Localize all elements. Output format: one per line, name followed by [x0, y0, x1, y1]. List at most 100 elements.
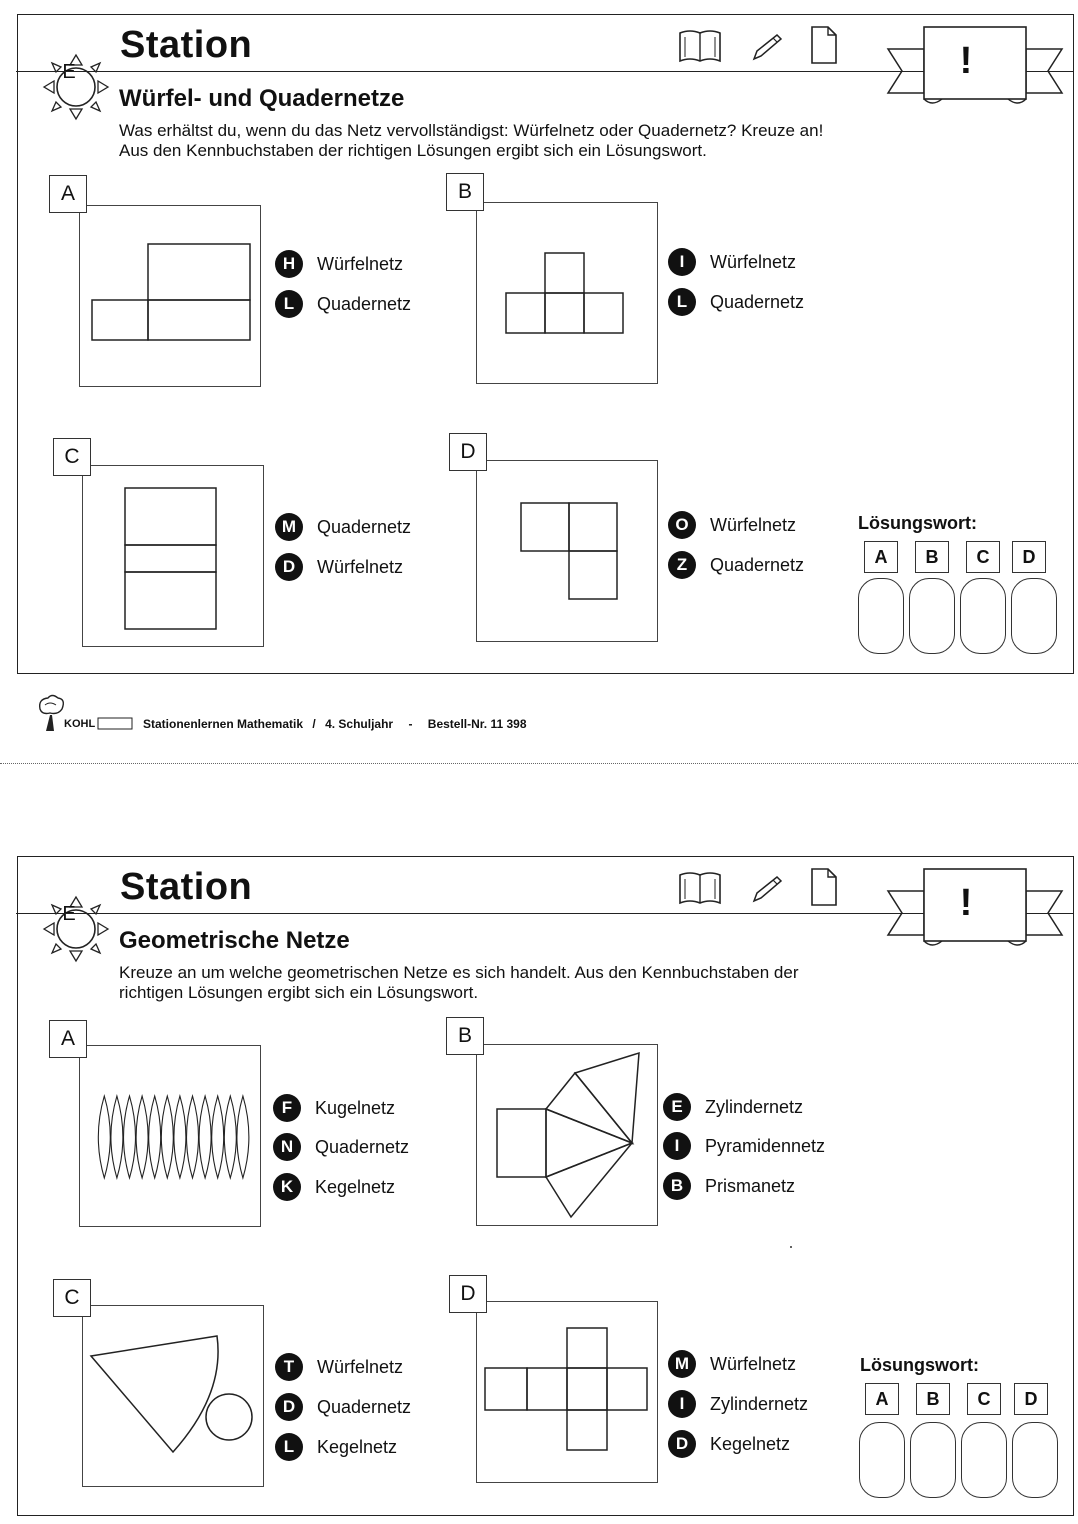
station-letter: E [62, 903, 76, 925]
option-d-2[interactable]: Z Quadernetz [668, 550, 804, 580]
station-title: Station [120, 866, 253, 908]
solution-slot-b[interactable] [909, 578, 955, 654]
footer-text: Stationenlernen Mathematik / 4. Schuljah… [143, 717, 527, 731]
option-text: Prismanetz [705, 1175, 796, 1196]
footer-separator: / [312, 717, 316, 731]
net-figure-a [91, 243, 251, 341]
solution-letter-d: D [1014, 1383, 1048, 1415]
figure-box-c [82, 1305, 264, 1487]
option-c-2[interactable]: D Würfelnetz [275, 552, 403, 582]
option-c-2[interactable]: D Quadernetz [275, 1392, 411, 1422]
option-c-3[interactable]: L Kegelnetz [275, 1432, 397, 1462]
option-b-3[interactable]: B Prismanetz [663, 1171, 795, 1201]
footer-grade: 4. Schuljahr [325, 717, 394, 731]
solution-letter-b: B [915, 541, 949, 573]
figure-box-d [476, 460, 658, 642]
option-text: Quadernetz [317, 1396, 412, 1417]
solution-letter-d: D [1012, 541, 1046, 573]
option-letter: L [275, 290, 303, 318]
option-letter: L [668, 288, 696, 316]
subtitle: Würfel- und Quadernetze [119, 85, 405, 112]
banner-icon [886, 868, 1064, 946]
solution-letter-a: A [865, 1383, 899, 1415]
option-c-1[interactable]: M Quadernetz [275, 512, 411, 542]
worksheet-card-1: E Station ! Würfel- und Quadernetze Was … [16, 14, 1074, 674]
footer-separator: - [408, 717, 413, 731]
section-label-c: C [53, 438, 91, 476]
option-text: Quadernetz [315, 1136, 410, 1157]
section-label-c: C [53, 1279, 91, 1317]
option-letter: Z [668, 551, 696, 579]
option-letter: E [663, 1093, 691, 1121]
pencil-icon [752, 875, 783, 903]
sphere-gore [110, 1094, 124, 1180]
banner-mark: ! [959, 40, 973, 82]
header-divider [16, 71, 1073, 72]
section-label-a: A [49, 1020, 87, 1058]
option-text: Quadernetz [710, 554, 805, 575]
section-label-b: B [446, 1017, 484, 1055]
option-letter: N [273, 1133, 301, 1161]
solution-slot-a[interactable] [858, 578, 904, 654]
station-letter: E [62, 61, 76, 83]
option-text: Kegelnetz [317, 1436, 398, 1457]
instruction-line: richtigen Lösungen ergibt sich ein Lösun… [119, 983, 479, 1002]
option-b-1[interactable]: I Würfelnetz [668, 247, 796, 277]
option-text: Zylindernetz [705, 1096, 804, 1117]
option-letter: B [663, 1172, 691, 1200]
instruction-line: Aus den Kennbuchstaben der richtigen Lös… [119, 141, 707, 160]
solution-letter-c: C [966, 541, 1000, 573]
option-letter: H [275, 250, 303, 278]
footer-order-number: Bestell-Nr. 11 398 [427, 717, 527, 731]
sphere-gore [223, 1094, 237, 1180]
option-letter: L [275, 1433, 303, 1461]
option-a-2[interactable]: N Quadernetz [273, 1132, 409, 1162]
sphere-gore [198, 1094, 212, 1180]
scan-speck [790, 1246, 792, 1248]
option-text: Kegelnetz [315, 1176, 396, 1197]
solution-slot-a[interactable] [859, 1422, 905, 1498]
figure-box-b [476, 202, 658, 384]
sphere-gore [148, 1094, 162, 1180]
option-letter: D [275, 553, 303, 581]
book-icon [679, 30, 721, 63]
option-a-1[interactable]: F Kugelnetz [273, 1093, 395, 1123]
solution-slot-b[interactable] [910, 1422, 956, 1498]
option-text: Würfelnetz [710, 1353, 797, 1374]
option-a-1[interactable]: H Würfelnetz [275, 249, 403, 279]
net-figure-d [484, 1327, 648, 1451]
option-c-1[interactable]: T Würfelnetz [275, 1352, 403, 1382]
option-b-2[interactable]: I Pyramidennetz [663, 1131, 825, 1161]
station-title: Station [120, 24, 253, 66]
book-icon [679, 872, 721, 905]
header-divider [16, 913, 1073, 914]
instruction-line: Kreuze an um welche geometrischen Netze … [119, 963, 799, 982]
instructions: Kreuze an um welche geometrischen Netze … [119, 963, 1019, 1003]
solution-slot-c[interactable] [960, 578, 1006, 654]
option-letter: I [668, 1390, 696, 1418]
footer-series: Stationenlernen Mathematik [143, 717, 304, 731]
sphere-gore [135, 1094, 149, 1180]
banner-mark: ! [959, 882, 973, 924]
figure-box-b [476, 1044, 658, 1226]
option-d-1[interactable]: M Würfelnetz [668, 1349, 796, 1379]
option-b-2[interactable]: L Quadernetz [668, 287, 804, 317]
option-text: Würfelnetz [317, 1356, 404, 1377]
solution-slot-d[interactable] [1011, 578, 1057, 654]
option-b-1[interactable]: E Zylindernetz [663, 1092, 803, 1122]
option-text: Kegelnetz [710, 1433, 791, 1454]
option-a-2[interactable]: L Quadernetz [275, 289, 411, 319]
solution-slot-c[interactable] [961, 1422, 1007, 1498]
option-d-3[interactable]: D Kegelnetz [668, 1429, 790, 1459]
option-a-3[interactable]: K Kegelnetz [273, 1172, 395, 1202]
header-icons [679, 868, 837, 906]
figure-box-c [82, 465, 264, 647]
solution-letter-c: C [967, 1383, 1001, 1415]
section-label-d: D [449, 1275, 487, 1313]
option-letter: T [275, 1353, 303, 1381]
net-figure-d [520, 502, 618, 600]
solution-slot-d[interactable] [1012, 1422, 1058, 1498]
option-d-1[interactable]: O Würfelnetz [668, 510, 796, 540]
option-letter: I [668, 248, 696, 276]
option-d-2[interactable]: I Zylindernetz [668, 1389, 808, 1419]
